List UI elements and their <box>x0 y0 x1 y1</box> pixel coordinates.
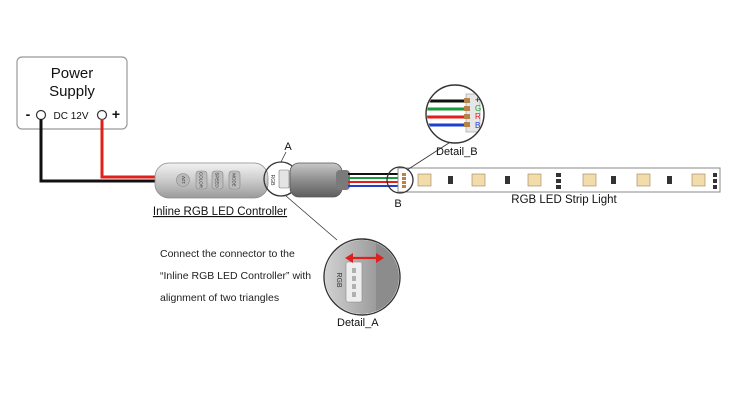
controller-connector-text: RGB <box>269 175 275 187</box>
led-chip <box>691 173 706 187</box>
voltage-label: DC 12V <box>53 111 88 122</box>
led-chip <box>527 173 542 187</box>
instruction-line-3: alignment of two triangles <box>160 292 280 304</box>
strip-solder-pads <box>402 173 406 188</box>
arrow-head-right <box>376 253 384 263</box>
led-chips <box>417 173 706 187</box>
power-supply-title-2: Supply <box>49 83 95 100</box>
detail-b: + G R B Detail_B <box>406 84 485 171</box>
pin-g: G <box>475 104 481 113</box>
button-mode <box>228 170 241 190</box>
button-label-12v: 12V <box>181 176 186 184</box>
callout-a-line <box>280 151 287 163</box>
cable-plug <box>289 162 343 198</box>
detail-a-leader <box>285 195 338 241</box>
button-label-speed: SPEED <box>215 172 220 188</box>
magnifier-circle-b <box>386 166 414 194</box>
power-supply-title-1: Power <box>51 65 94 82</box>
led-chip <box>471 173 486 187</box>
controller-pin-block <box>278 169 290 189</box>
positive-terminal <box>96 109 108 121</box>
button-label-mode: MODE <box>232 173 237 187</box>
detail-b-leader <box>406 140 453 171</box>
rgb-wires <box>348 173 400 187</box>
button-label-color: COLOR <box>199 172 204 189</box>
pin-r: R <box>475 112 481 121</box>
controller-buttons: 12V COLOR SPEED MODE <box>176 170 241 190</box>
button-speed <box>211 170 224 190</box>
pin-b: B <box>475 121 480 130</box>
plus-sign: + <box>112 106 120 122</box>
negative-terminal <box>35 109 47 121</box>
strip-resistors <box>448 173 717 189</box>
instruction-line-1: Connect the connector to the <box>160 248 295 260</box>
led-chip <box>582 173 597 187</box>
plug-neck <box>336 170 350 190</box>
instruction-line-2: “Inline RGB LED Controller” with <box>160 270 312 282</box>
detail-a-connector-text: RGB <box>335 272 342 288</box>
detail-a-label: Detail_A <box>337 317 379 329</box>
led-chip <box>636 173 651 187</box>
callout-a: A <box>284 141 292 153</box>
arrow-head-left <box>345 253 353 263</box>
black-wire <box>39 119 160 183</box>
controller-body <box>154 162 269 199</box>
controller-label: Inline RGB LED Controller <box>153 206 287 218</box>
power-wires <box>39 119 160 183</box>
button-12v <box>176 173 190 187</box>
detail-b-label: Detail_B <box>436 146 478 158</box>
strip-label: RGB LED Strip Light <box>511 194 617 206</box>
red-wire <box>100 119 160 179</box>
callout-b: B <box>394 198 401 210</box>
power-supply: Power Supply - DC 12V + <box>16 56 128 130</box>
minus-sign: - <box>26 106 31 122</box>
led-chip <box>417 173 432 187</box>
pin-plus: + <box>475 95 480 105</box>
inline-controller: 12V COLOR SPEED MODE RGB A <box>154 141 350 199</box>
button-color <box>195 170 208 190</box>
led-strip: B RGB LED Strip Light <box>386 166 721 210</box>
detail-a: RGB Detail_A <box>285 195 401 329</box>
